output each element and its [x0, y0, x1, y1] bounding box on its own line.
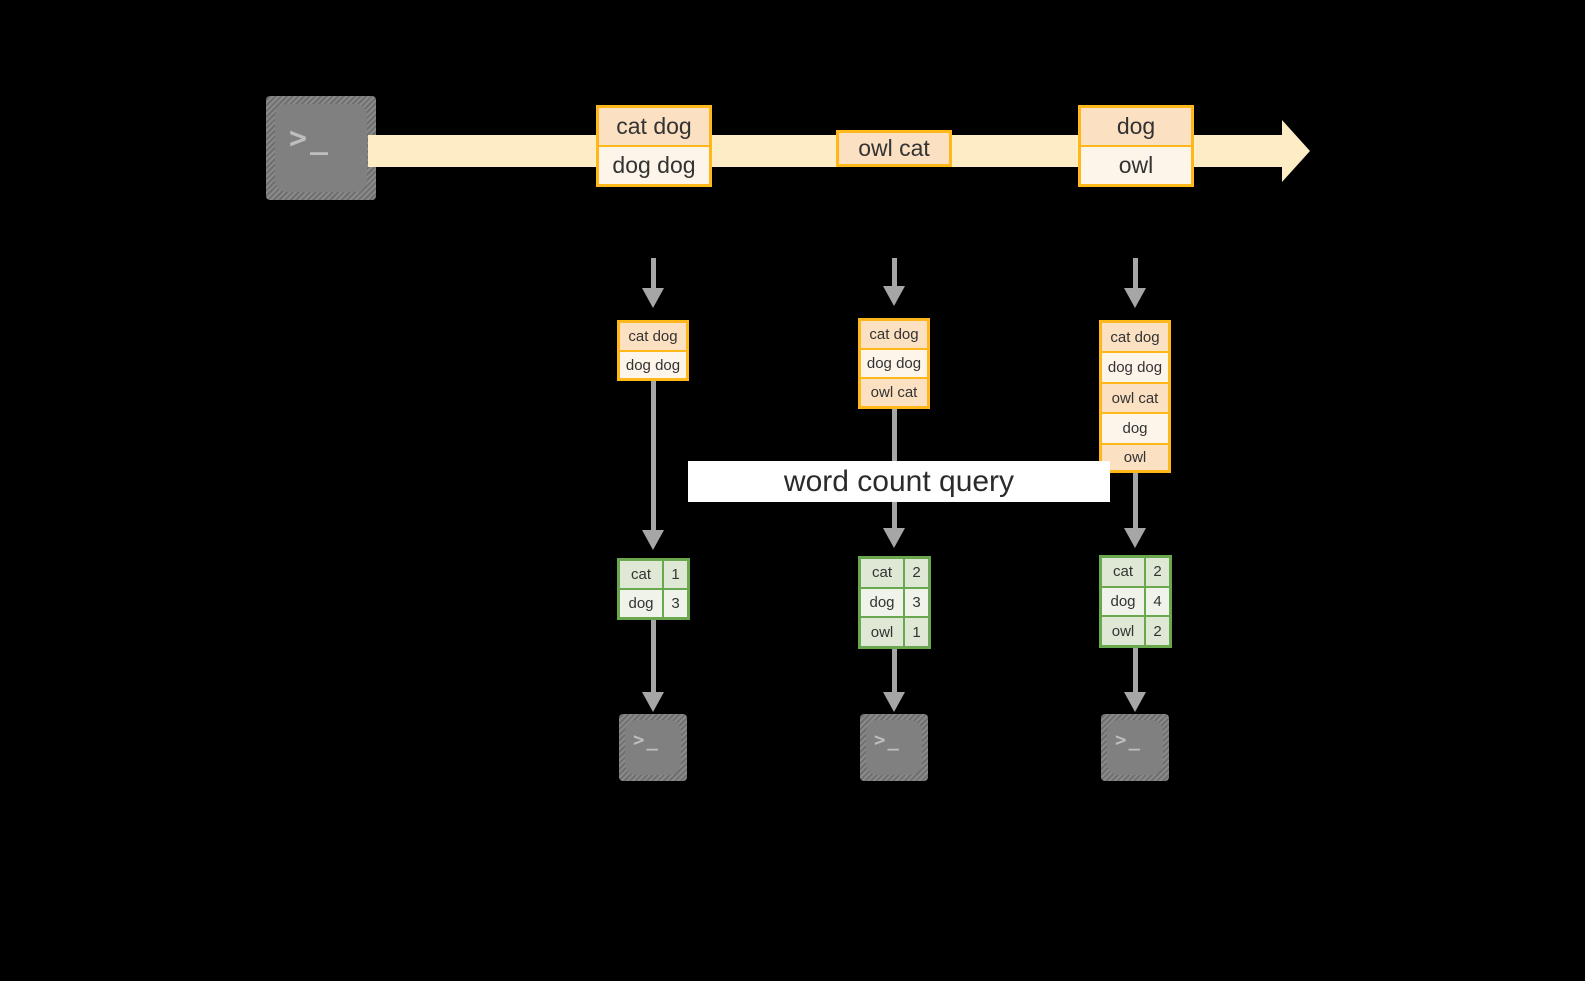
snapshot-2-result-row-2-word: dog: [861, 588, 905, 617]
snapshot-3-result-row-2-word: dog: [1102, 587, 1146, 616]
snapshot-3-result-row-2-count: 4: [1146, 587, 1169, 616]
snapshot-1-result-row-1: cat 1: [620, 561, 687, 590]
snapshot-2-ingest-arrowhead: [883, 286, 905, 306]
snapshot-3-result-row-3-word: owl: [1102, 617, 1146, 646]
snapshot-3-record-2: dog dog: [1102, 353, 1168, 384]
snapshot-1-query-line: [651, 381, 656, 533]
snapshot-1-result-row-1-word: cat: [620, 561, 664, 588]
stream-event-1-line-1: cat dog: [599, 108, 709, 147]
snapshot-2-record-1: cat dog: [861, 321, 927, 350]
snapshot-3-record-4: dog: [1102, 414, 1168, 445]
snapshot-3-sink-prompt-glyph: >_: [1115, 729, 1142, 751]
snapshot-3-ingest-line: [1133, 258, 1138, 290]
snapshot-2-result-row-1-count: 2: [905, 559, 928, 587]
snapshot-3-result-row-3-count: 2: [1146, 617, 1169, 646]
snapshot-1-sink-terminal-body: >_: [625, 720, 681, 775]
snapshot-1-record-2: dog dog: [620, 352, 686, 378]
snapshot-1-result-row-2: dog 3: [620, 590, 687, 617]
snapshot-2-sink-arrowhead: [883, 692, 905, 712]
snapshot-2-result-row-3-count: 1: [905, 618, 928, 647]
snapshot-3-record-5: owl: [1102, 445, 1168, 470]
source-terminal-icon: >_: [266, 96, 376, 200]
snapshot-2-result-row-3-word: owl: [861, 618, 905, 647]
snapshot-2-result-row-3: owl 1: [861, 618, 928, 647]
stream-event-2-line-1: owl cat: [839, 133, 949, 164]
snapshot-3-result-row-3: owl 2: [1102, 617, 1169, 646]
snapshot-1-records[interactable]: cat dog dog dog: [617, 320, 689, 381]
snapshot-2-results[interactable]: cat 2 dog 3 owl 1: [858, 556, 931, 649]
snapshot-2-records[interactable]: cat dog dog dog owl cat: [858, 318, 930, 409]
stream-event-2[interactable]: owl cat: [836, 130, 952, 167]
snapshot-3-result-row-2: dog 4: [1102, 587, 1169, 618]
snapshot-3-record-3: owl cat: [1102, 384, 1168, 414]
snapshot-3-results[interactable]: cat 2 dog 4 owl 2: [1099, 555, 1172, 648]
snapshot-1-sink-prompt-glyph: >_: [633, 729, 660, 751]
snapshot-3-sink-terminal-body: >_: [1107, 720, 1163, 775]
snapshot-2-result-row-2: dog 3: [861, 588, 928, 619]
snapshot-3-result-row-1: cat 2: [1102, 558, 1169, 588]
stream-event-1[interactable]: cat dog dog dog: [596, 105, 712, 187]
source-terminal-body: >_: [275, 104, 367, 192]
snapshot-1-query-arrowhead: [642, 530, 664, 550]
snapshot-1-result-row-2-word: dog: [620, 590, 664, 617]
stream-event-1-line-2: dog dog: [599, 147, 709, 184]
snapshot-1-ingest-arrowhead: [642, 288, 664, 308]
snapshot-1-record-1: cat dog: [620, 323, 686, 352]
snapshot-3-sink-arrowhead: [1124, 692, 1146, 712]
snapshot-1-result-row-2-count: 3: [664, 590, 687, 617]
event-stream-arrow-head: [1282, 120, 1310, 182]
snapshot-3-sink-line: [1133, 648, 1138, 694]
snapshot-2-sink-terminal-icon: >_: [860, 714, 928, 781]
snapshot-3-query-arrowhead: [1124, 528, 1146, 548]
snapshot-3-query-line: [1133, 473, 1138, 531]
source-terminal-prompt-glyph: >_: [289, 121, 332, 156]
snapshot-2-sink-terminal-body: >_: [866, 720, 922, 775]
snapshot-3-result-row-1-count: 2: [1146, 558, 1169, 586]
snapshot-3-ingest-arrowhead: [1124, 288, 1146, 308]
snapshot-2-sink-prompt-glyph: >_: [874, 729, 901, 751]
snapshot-1-result-row-1-count: 1: [664, 561, 687, 588]
snapshot-2-sink-line: [892, 649, 897, 694]
snapshot-2-ingest-line: [892, 258, 897, 288]
snapshot-3-record-1: cat dog: [1102, 323, 1168, 353]
snapshot-1-sink-arrowhead: [642, 692, 664, 712]
snapshot-2-query-arrowhead: [883, 528, 905, 548]
stream-event-3[interactable]: dog owl: [1078, 105, 1194, 187]
snapshot-2-result-row-1-word: cat: [861, 559, 905, 587]
snapshot-2-result-row-1: cat 2: [861, 559, 928, 589]
snapshot-3-result-row-1-word: cat: [1102, 558, 1146, 586]
query-label: word count query: [688, 461, 1110, 502]
stream-event-3-line-1: dog: [1081, 108, 1191, 147]
snapshot-1-ingest-line: [651, 258, 656, 290]
snapshot-3-records[interactable]: cat dog dog dog owl cat dog owl: [1099, 320, 1171, 473]
snapshot-1-results[interactable]: cat 1 dog 3: [617, 558, 690, 620]
snapshot-3-sink-terminal-icon: >_: [1101, 714, 1169, 781]
snapshot-2-record-2: dog dog: [861, 350, 927, 379]
snapshot-2-record-3: owl cat: [861, 379, 927, 406]
query-label-text: word count query: [783, 464, 1015, 498]
snapshot-1-sink-line: [651, 620, 656, 694]
snapshot-1-sink-terminal-icon: >_: [619, 714, 687, 781]
stream-event-3-line-2: owl: [1081, 147, 1191, 184]
snapshot-2-result-row-2-count: 3: [905, 588, 928, 617]
